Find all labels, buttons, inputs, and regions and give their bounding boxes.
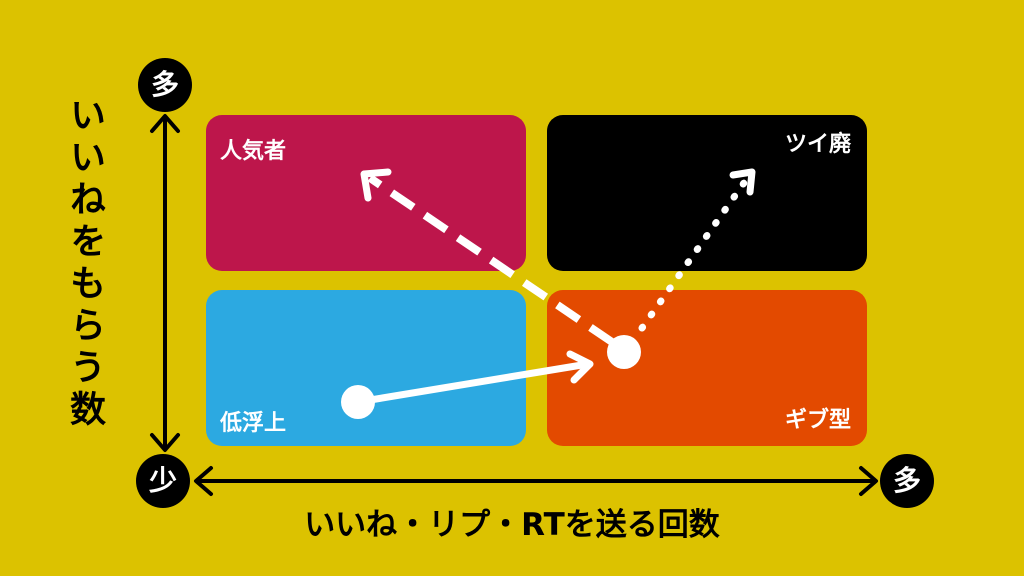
quadrant-addict: ツイ廃: [547, 115, 867, 271]
x-axis-label: いいね・リプ・RTを送る回数: [304, 507, 720, 543]
origin-min-badge: 少: [136, 454, 190, 508]
start-dot: [341, 385, 375, 419]
x-axis-max-badge: 多: [880, 454, 934, 508]
center-dot: [607, 335, 641, 369]
x-axis-arrow: [194, 466, 878, 496]
arrow-low-to-giver: [354, 350, 594, 406]
quadrant-giver-label: ギブ型: [784, 408, 851, 433]
quadrant-giver: ギブ型: [547, 290, 867, 446]
y-axis-arrow: [150, 114, 180, 452]
arrow-to-popular-dashed: [360, 168, 615, 346]
y-axis-max-badge: 多: [138, 58, 192, 112]
quadrant-popular-label: 人気者: [220, 139, 287, 164]
y-axis-label: いいねをもらう数: [64, 96, 105, 432]
arrow-to-addict-dotted: [638, 168, 756, 332]
quadrant-low-activity-label: 低浮上: [220, 411, 287, 436]
quadrant-addict-label: ツイ廃: [784, 132, 851, 157]
quadrant-low-activity: 低浮上: [206, 290, 526, 446]
